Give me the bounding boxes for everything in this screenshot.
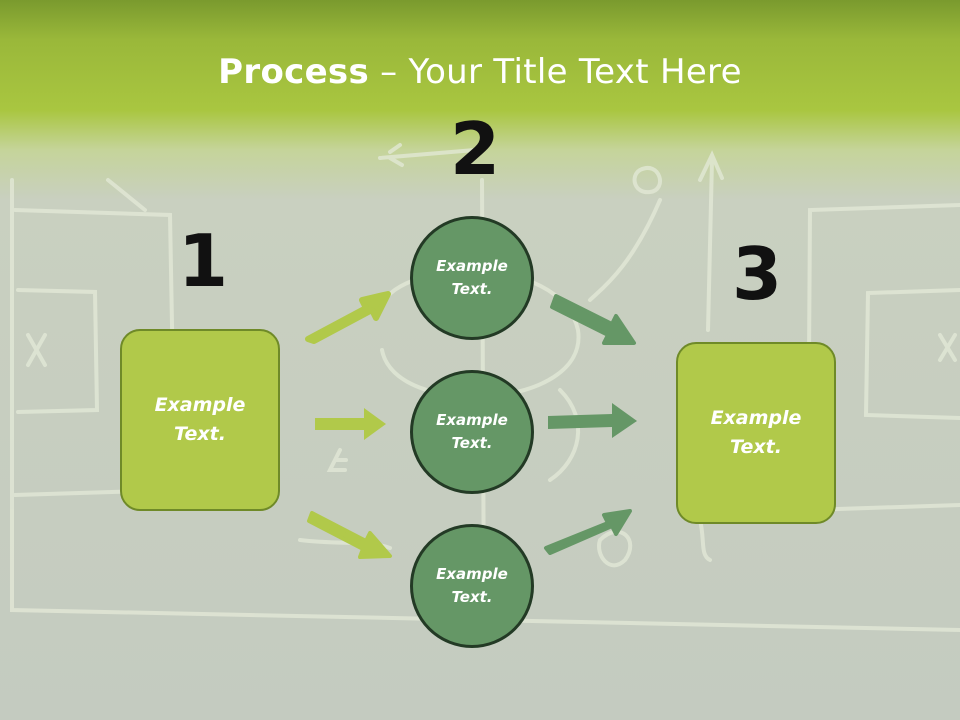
- step-1-line1: Example: [154, 394, 246, 416]
- step-3-box: Example Text.: [676, 342, 836, 524]
- circle-middle-text: Example Text.: [436, 409, 508, 455]
- step-3-line1: Example: [710, 407, 802, 429]
- step-1-line2: Text.: [174, 423, 226, 445]
- circle-top-line2: Text.: [451, 280, 493, 298]
- arrow-right-up: [550, 294, 636, 345]
- step-number-1: 1: [178, 219, 229, 303]
- step-2-circle-middle: Example Text.: [410, 370, 534, 494]
- step-1-box: Example Text.: [120, 329, 280, 511]
- step-1-text: Example Text.: [155, 391, 246, 449]
- step-2-circle-top: Example Text.: [410, 216, 534, 340]
- title-bold: Process: [218, 52, 370, 92]
- circle-bottom-text: Example Text.: [436, 563, 508, 609]
- circle-middle-line1: Example: [436, 411, 508, 429]
- circle-middle-line2: Text.: [451, 434, 493, 452]
- step-number-3: 3: [732, 232, 783, 316]
- circle-top-text: Example Text.: [436, 255, 508, 301]
- circle-bottom-line1: Example: [436, 565, 508, 583]
- arrow-left-up: [305, 291, 391, 344]
- arrow-left-middle: [315, 408, 386, 440]
- circle-bottom-line2: Text.: [451, 588, 493, 606]
- slide-title: Process – Your Title Text Here: [0, 52, 960, 92]
- circle-top-line1: Example: [436, 257, 508, 275]
- step-3-text: Example Text.: [711, 404, 802, 462]
- step-number-2: 2: [450, 107, 501, 191]
- title-rest: – Your Title Text Here: [369, 52, 742, 92]
- arrow-right-down: [544, 509, 632, 555]
- step-3-line2: Text.: [730, 436, 782, 458]
- arrow-left-down: [307, 511, 392, 559]
- arrow-right-middle: [548, 403, 637, 438]
- step-2-circle-bottom: Example Text.: [410, 524, 534, 648]
